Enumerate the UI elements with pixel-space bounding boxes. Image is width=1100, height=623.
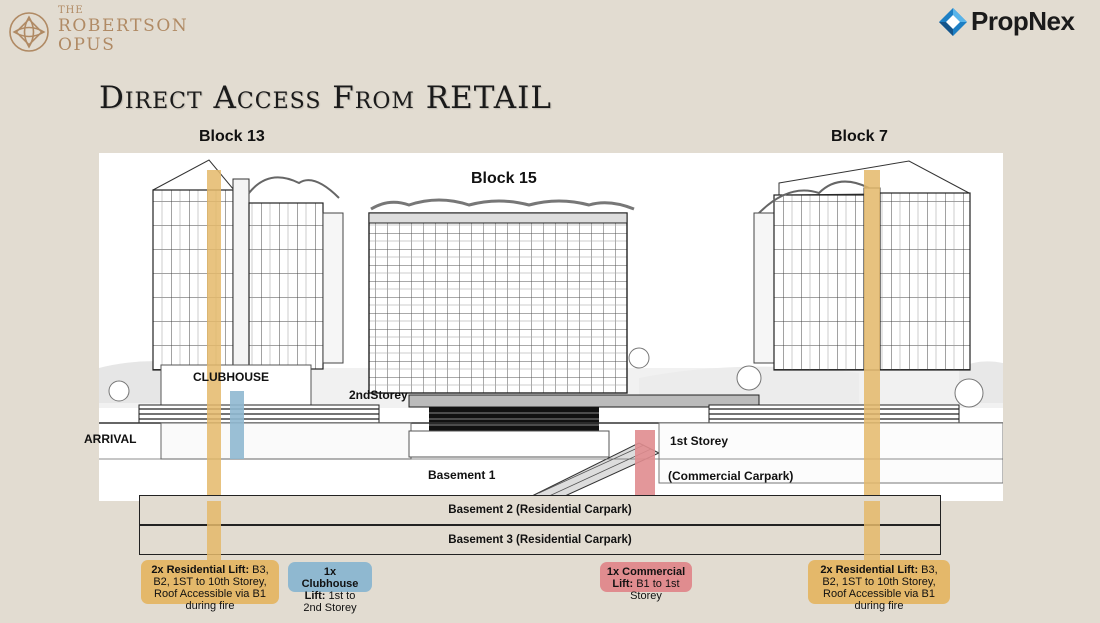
commercial-card-title: 1x Commercial Lift: bbox=[606, 566, 686, 590]
right-res-card-body: B3, B2, 1ST to 10th Storey, Roof Accessi… bbox=[822, 564, 938, 612]
left-residential-lift-shaft bbox=[207, 170, 221, 501]
left-residential-lift-shaft-lower bbox=[207, 501, 221, 563]
left-residential-lift-card: 2x Residential Lift: B3, B2, 1ST to 10th… bbox=[141, 560, 279, 612]
basement-3-label: Basement 3 (Residential Carpark) bbox=[448, 534, 632, 546]
basement-2-bar: Basement 2 (Residential Carpark) bbox=[139, 495, 941, 525]
commercial-lift-shaft bbox=[635, 430, 655, 495]
block-15-label: Block 15 bbox=[471, 170, 537, 187]
propnex-logo-icon bbox=[939, 8, 967, 36]
robertson-opus-logo-icon bbox=[9, 12, 49, 52]
right-residential-lift-shaft bbox=[864, 170, 880, 501]
clubhouse-card-body: 1st to 2nd Storey bbox=[303, 590, 357, 614]
right-res-card-title: 2x Residential Lift: bbox=[820, 564, 922, 576]
propnex-wordmark: PropNex bbox=[971, 6, 1075, 36]
clubhouse-label: CLUBHOUSE bbox=[193, 370, 270, 384]
section-drawing bbox=[99, 153, 1003, 501]
left-res-card-body: B3, B2, 1ST to 10th Storey, Roof Accessi… bbox=[153, 564, 269, 612]
clubhouse-lift-card: 1x Clubhouse Lift: 1st to 2nd Storey bbox=[288, 562, 372, 614]
second-storey-label: 2ndStorey bbox=[349, 388, 408, 402]
left-res-card-title: 2x Residential Lift: bbox=[151, 564, 253, 576]
first-storey-label: 1st Storey bbox=[670, 434, 729, 448]
brand-small: THE bbox=[58, 5, 84, 16]
block-7-label: Block 7 bbox=[831, 128, 888, 145]
brand-line1: ROBERTSON bbox=[58, 16, 189, 36]
commercial-lift-card: 1x Commercial Lift: B1 to 1st Storey bbox=[600, 562, 692, 602]
page-title: Direct Access From RETAIL bbox=[99, 80, 552, 116]
commercial-carpark-label: (Commercial Carpark) bbox=[668, 469, 794, 483]
basement-3-bar: Basement 3 (Residential Carpark) bbox=[139, 525, 941, 555]
basement-1-label: Basement 1 bbox=[428, 468, 496, 482]
arrival-label: ARRIVAL bbox=[84, 432, 137, 446]
brand-wordmark: THE ROBERTSON OPUS bbox=[58, 6, 188, 54]
clubhouse-lift-shaft bbox=[230, 391, 244, 459]
building-section-illustration bbox=[99, 159, 1003, 501]
basement-2-label: Basement 2 (Residential Carpark) bbox=[448, 504, 632, 516]
right-residential-lift-card: 2x Residential Lift: B3, B2, 1ST to 10th… bbox=[808, 560, 950, 612]
block-13-label: Block 13 bbox=[199, 128, 265, 145]
clubhouse-card-title: 1x Clubhouse Lift: bbox=[301, 566, 359, 602]
commercial-card-body: B1 to 1st Storey bbox=[630, 578, 680, 602]
brand-line2: OPUS bbox=[58, 35, 116, 55]
right-residential-lift-shaft-lower bbox=[864, 501, 880, 563]
